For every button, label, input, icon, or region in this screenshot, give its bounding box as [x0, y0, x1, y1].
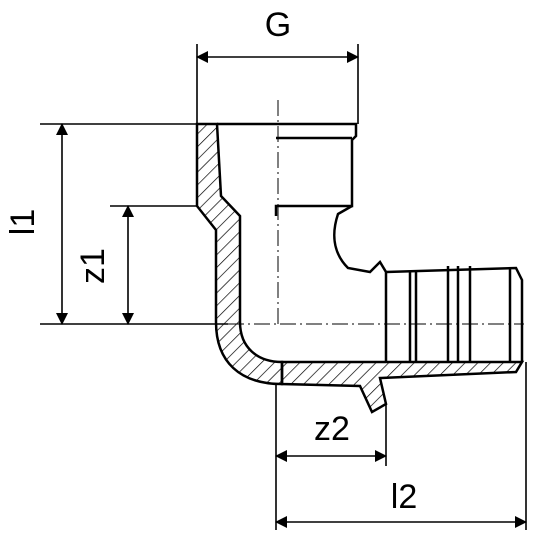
fitting-outline: [217, 122, 524, 362]
spigot-top: [385, 266, 524, 362]
label-l1: l1: [4, 209, 42, 235]
label-l2: l2: [391, 478, 417, 516]
label-z2: z2: [314, 410, 350, 448]
label-z1: z1: [74, 248, 112, 284]
dimension-lines: [56, 51, 527, 528]
label-G: G: [265, 6, 291, 44]
thread-end-outline: [217, 122, 358, 216]
center-lines: [228, 100, 524, 326]
shoulder-curve: [333, 204, 388, 362]
extension-lines: [40, 44, 527, 530]
hatched-wall-horizontal: [280, 360, 525, 414]
fitting-section: [195, 122, 525, 414]
hatched-wall-vertical: [195, 122, 284, 386]
